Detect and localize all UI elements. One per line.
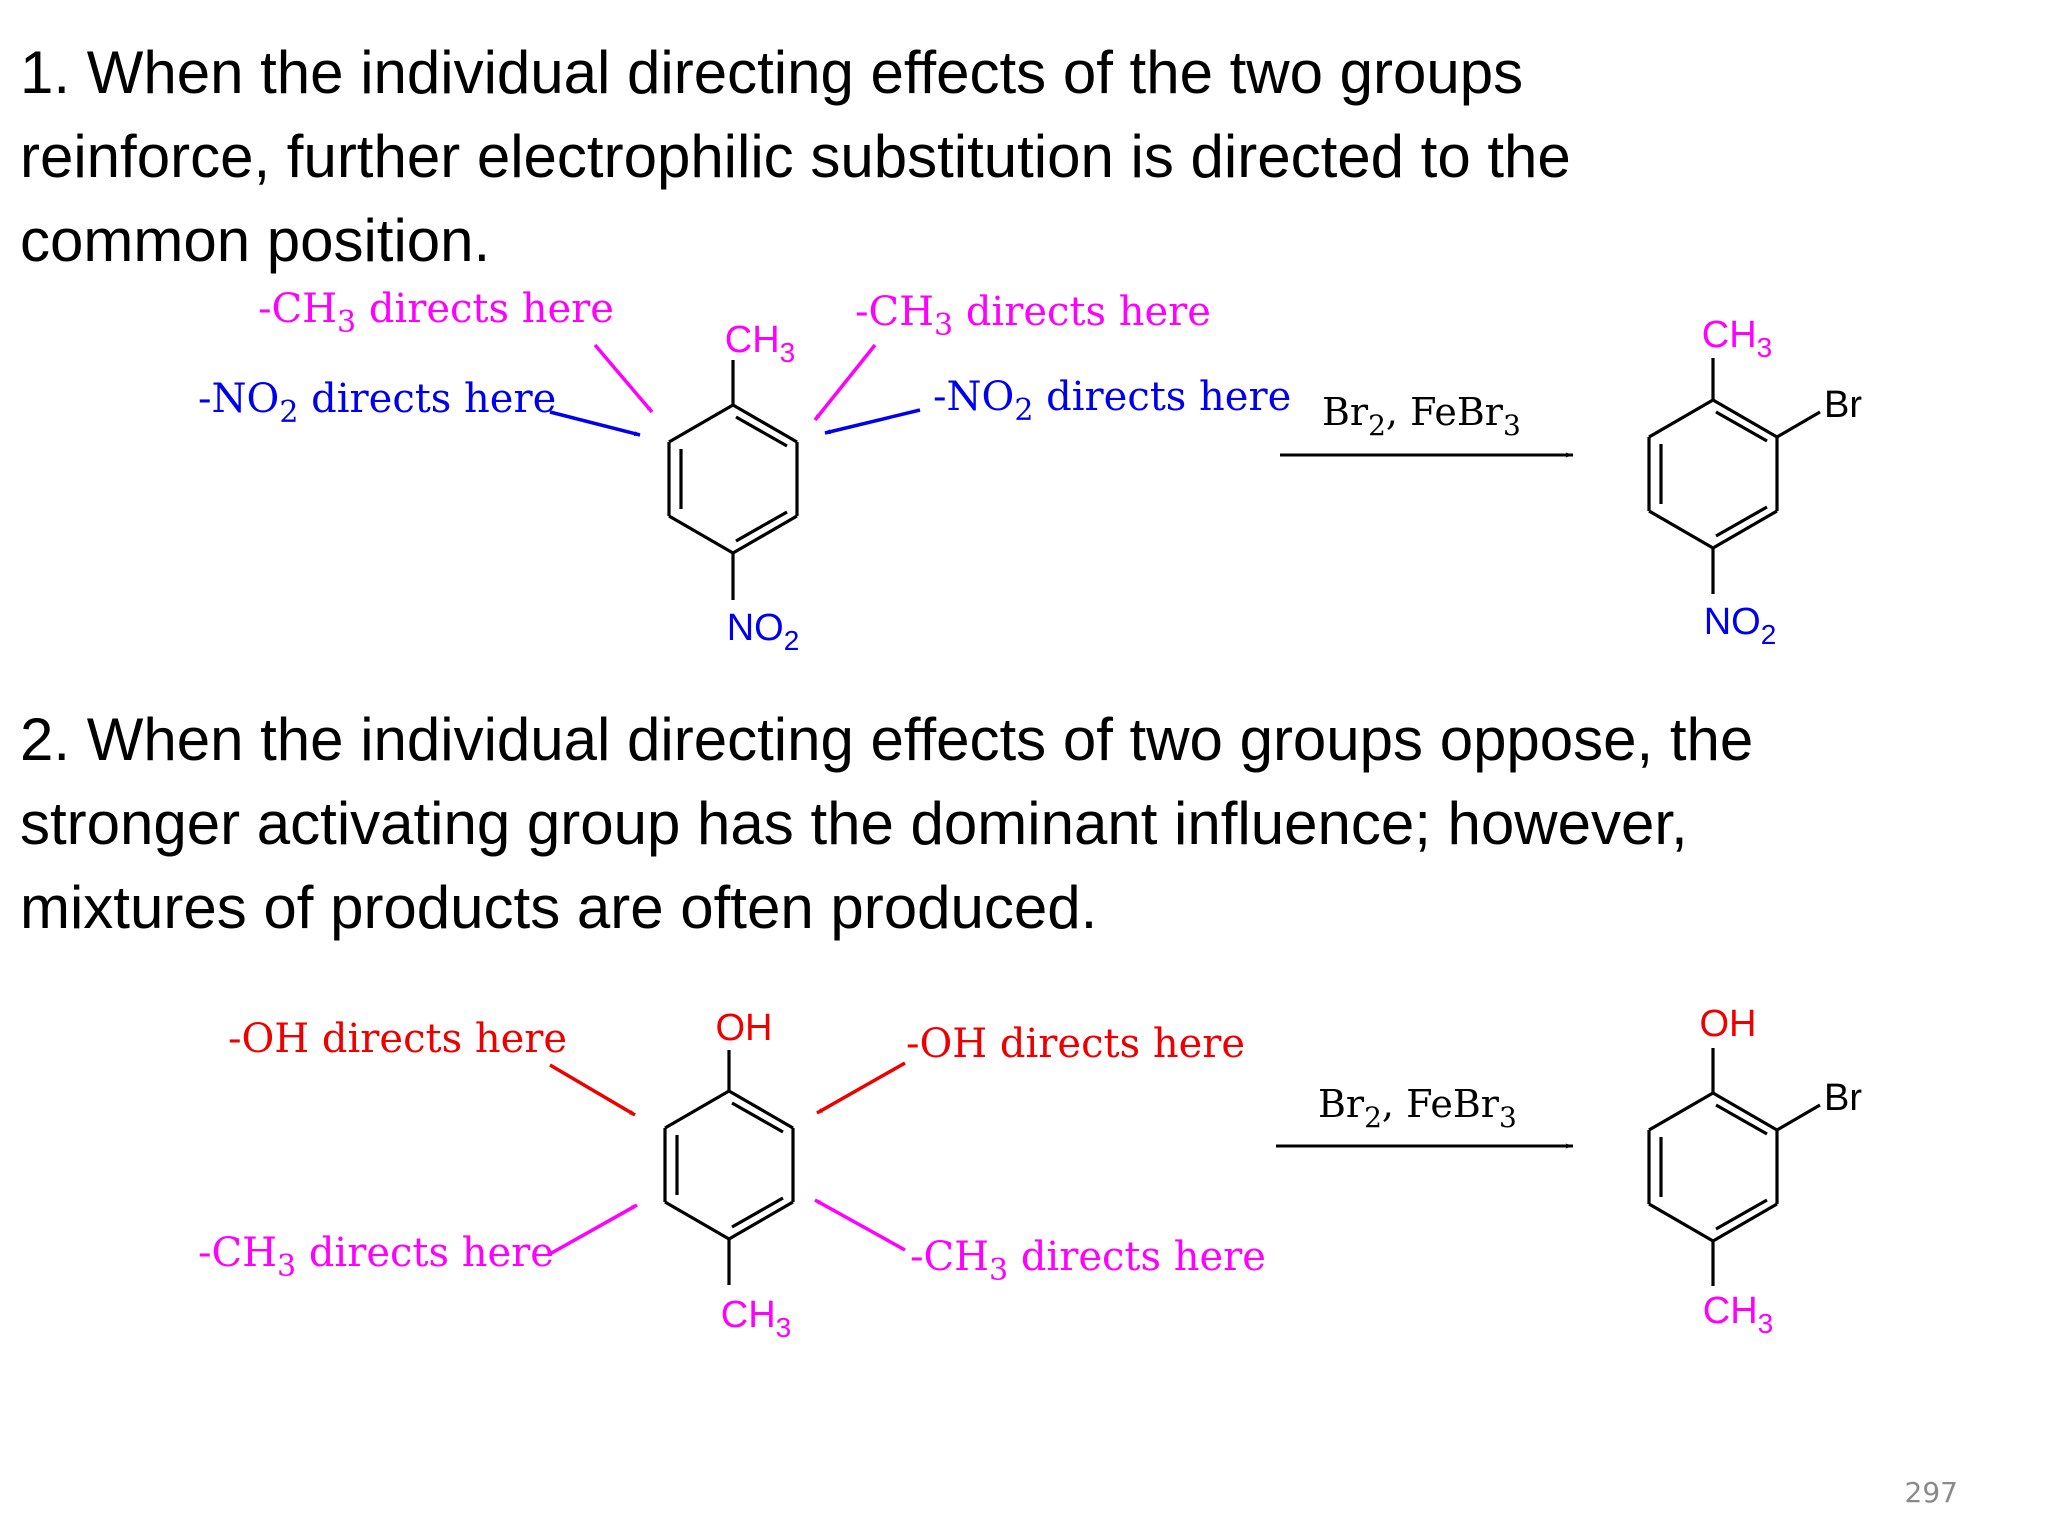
magenta-arrow-left bbox=[593, 343, 654, 414]
product-2-bromo-4-methylphenol: OH Br CH3 bbox=[1647, 1003, 1862, 1339]
bromo-label: Br bbox=[1824, 1077, 1862, 1119]
rule-2-line-3: mixtures of products are often produced. bbox=[20, 874, 1097, 941]
magenta-arrow-right bbox=[814, 1198, 906, 1252]
ch3-directs-note-left: -CH3 directs here bbox=[258, 286, 614, 340]
reagent-label: Br2, FeBr3 bbox=[1318, 1082, 1517, 1134]
bromo-label: Br bbox=[1824, 384, 1862, 426]
product-2-bromo-4-nitrotoluene: CH3 Br NO2 bbox=[1647, 314, 1862, 650]
rule-1-heading: 1. When the individual directing effects… bbox=[20, 39, 1571, 274]
blue-arrow-left bbox=[549, 410, 641, 437]
oh-directs-note-left: -OH directs here bbox=[228, 1016, 567, 1062]
bromo-bond bbox=[1776, 410, 1821, 439]
rule-1-line-1: 1. When the individual directing effects… bbox=[20, 39, 1523, 106]
hydroxyl-label: OH bbox=[716, 1007, 773, 1049]
methyl-label: CH3 bbox=[721, 1294, 791, 1343]
rule-2-line-2: stronger activating group has the domina… bbox=[20, 790, 1688, 857]
hydroxyl-label: OH bbox=[1700, 1003, 1757, 1045]
magenta-arrow-right bbox=[813, 343, 877, 422]
methyl-label: CH3 bbox=[1702, 314, 1772, 363]
blue-arrow-right bbox=[824, 408, 921, 435]
reactant-4-methylphenol: OH CH3 bbox=[663, 1007, 795, 1343]
benzene-ring bbox=[1647, 398, 1779, 550]
benzene-ring bbox=[1647, 1091, 1779, 1243]
rule-2-line-1: 2. When the individual directing effects… bbox=[20, 706, 1753, 773]
ch3-directs-note-right: -CH3 directs here bbox=[910, 1234, 1266, 1288]
directing-annotations-2: -OH directs here -OH directs here -CH3 d… bbox=[198, 1016, 1266, 1288]
no2-directs-note-right: -NO2 directs here bbox=[933, 374, 1291, 428]
reagent-label: Br2, FeBr3 bbox=[1322, 390, 1521, 442]
ch3-directs-note-right: -CH3 directs here bbox=[855, 289, 1211, 343]
no2-directs-note-left: -NO2 directs here bbox=[198, 376, 556, 430]
rule-2-heading: 2. When the individual directing effects… bbox=[20, 706, 1753, 941]
ch3-directs-note-left: -CH3 directs here bbox=[198, 1230, 554, 1284]
red-arrow-right bbox=[816, 1061, 906, 1115]
nitro-label: NO2 bbox=[1704, 601, 1777, 650]
red-arrow-left bbox=[549, 1063, 636, 1117]
benzene-ring bbox=[667, 403, 799, 555]
oh-directs-note-right: -OH directs here bbox=[906, 1021, 1245, 1067]
rule-1-line-2: reinforce, further electrophilic substit… bbox=[20, 123, 1571, 190]
rule-1-line-3: common position. bbox=[20, 207, 490, 274]
directing-annotations-1: -CH3 directs here -CH3 directs here -NO2… bbox=[198, 286, 1291, 437]
reaction-arrow-2: Br2, FeBr3 bbox=[1276, 1082, 1574, 1149]
nitro-label: NO2 bbox=[727, 607, 800, 656]
benzene-ring bbox=[663, 1089, 795, 1241]
page-number: 297 bbox=[1905, 1476, 1958, 1509]
reactant-4-nitrotoluene: CH3 NO2 bbox=[667, 319, 800, 656]
methyl-label: CH3 bbox=[725, 319, 795, 368]
reaction-arrow-1: Br2, FeBr3 bbox=[1280, 390, 1574, 458]
bromo-bond bbox=[1776, 1103, 1821, 1132]
magenta-arrow-left bbox=[547, 1203, 638, 1257]
methyl-label: CH3 bbox=[1703, 1290, 1773, 1339]
